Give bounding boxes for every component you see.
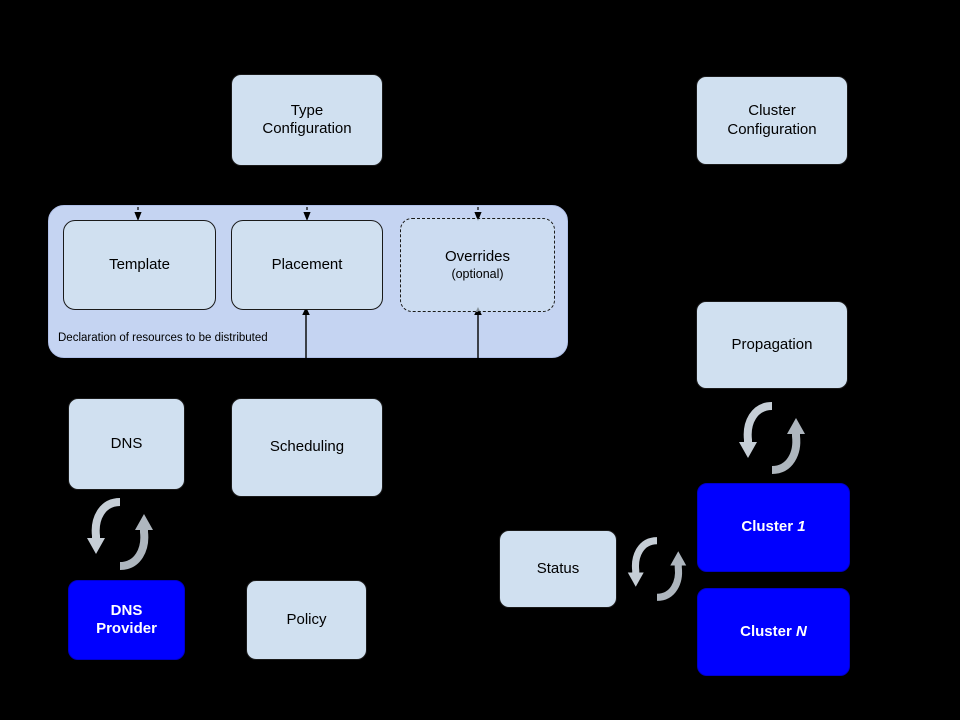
node-scheduling[interactable]: Scheduling bbox=[231, 398, 383, 497]
node-propagation[interactable]: Propagation bbox=[696, 301, 848, 389]
node-cluster-configuration-label: Cluster Configuration bbox=[727, 102, 817, 138]
node-propagation-label: Propagation bbox=[731, 335, 813, 353]
declaration-caption: Declaration of resources to be distribut… bbox=[58, 332, 268, 344]
node-dns-provider-label: DNS Provider bbox=[96, 601, 157, 637]
arrow-type-to-placement bbox=[303, 196, 311, 221]
node-type-configuration-label: Type Configuration bbox=[262, 101, 352, 137]
node-cluster-configuration[interactable]: Cluster Configuration bbox=[696, 76, 848, 165]
node-placement[interactable]: Placement bbox=[231, 220, 383, 310]
node-dns-provider[interactable]: DNS Provider bbox=[68, 580, 185, 660]
node-scheduling-label: Scheduling bbox=[269, 438, 345, 456]
node-policy[interactable]: Policy bbox=[246, 580, 367, 660]
arrow-type-to-template bbox=[134, 196, 142, 221]
node-template[interactable]: Template bbox=[63, 220, 216, 310]
node-cluster-1[interactable]: Cluster 1 bbox=[697, 483, 850, 572]
node-type-configuration[interactable]: Type Configuration bbox=[231, 74, 383, 166]
sync-icon-dns bbox=[87, 498, 153, 570]
node-cluster-n[interactable]: Cluster N bbox=[697, 588, 850, 676]
node-template-label: Template bbox=[109, 255, 170, 273]
node-status[interactable]: Status bbox=[499, 530, 617, 608]
node-dns-label: DNS bbox=[110, 434, 143, 452]
node-placement-label: Placement bbox=[271, 255, 343, 273]
node-overrides[interactable]: Overrides (optional) bbox=[400, 218, 555, 312]
node-status-label: Status bbox=[536, 559, 580, 577]
node-overrides-label: Overrides (optional) bbox=[444, 248, 511, 281]
node-cluster-n-label: Cluster N bbox=[740, 622, 807, 640]
arrow-placement-up bbox=[302, 307, 310, 360]
node-cluster-1-label: Cluster 1 bbox=[741, 518, 806, 536]
arrow-type-to-overrides bbox=[474, 196, 482, 221]
node-policy-label: Policy bbox=[286, 610, 327, 628]
sync-icon-status bbox=[627, 537, 687, 601]
node-dns[interactable]: DNS bbox=[68, 398, 185, 490]
sync-icon-propagation bbox=[739, 402, 805, 474]
